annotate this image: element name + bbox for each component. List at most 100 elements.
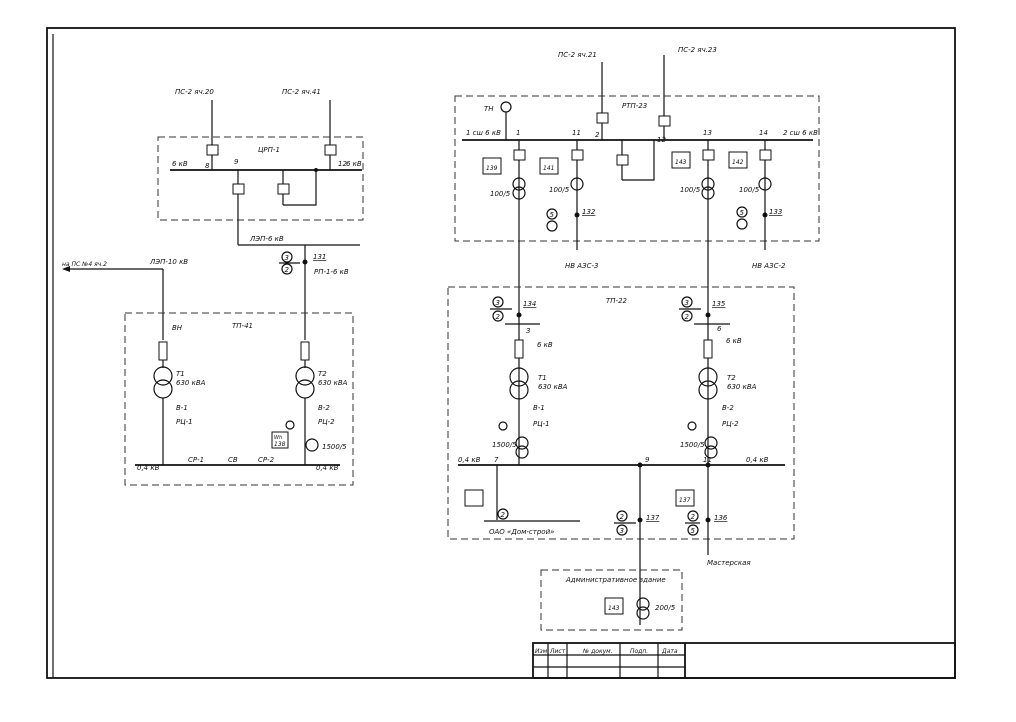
svg-text:630 кВА: 630 кВА [318,379,348,387]
svg-text:0,4 кВ: 0,4 кВ [458,456,481,464]
svg-text:139: 139 [486,165,498,172]
feeder-ps2-23-label: ПС-2 яч.23 [678,46,717,54]
svg-text:1: 1 [516,129,520,137]
svg-text:Т1: Т1 [176,370,185,378]
svg-text:В-1: В-1 [176,404,188,412]
svg-text:630 кВА: 630 кВА [176,379,206,387]
admin-building-section: Административное здание 143 200/5 [540,569,683,631]
svg-text:0,4 кВ: 0,4 кВ [746,456,769,464]
meter-box [271,431,289,449]
crp-1-boundary [157,136,364,221]
title-block-frame [532,642,956,679]
lep-6-label: ЛЭП-6 кВ [249,235,284,243]
svg-text:14: 14 [759,129,768,137]
svg-text:138: 138 [274,441,286,448]
svg-text:6 кВ: 6 кВ [346,160,362,168]
svg-text:133: 133 [769,208,782,216]
svg-text:0,4 кВ: 0,4 кВ [316,464,339,472]
svg-text:1 сш 6 кВ: 1 сш 6 кВ [466,129,501,137]
tp-22-title: ТП-22 [606,297,628,305]
transformer-t1-symbol [153,366,173,386]
svg-text:11: 11 [703,456,712,464]
svg-text:630 кВА: 630 кВА [538,383,568,391]
meter-box [671,151,691,169]
current-transformer-symbol [305,438,319,452]
svg-text:143: 143 [608,605,620,612]
svg-text:Лист: Лист [549,648,566,655]
crp-1-title: ЦРП-1 [258,146,280,154]
svg-text:Wh: Wh [274,435,282,441]
svg-text:№ докум.: № докум. [582,648,613,655]
svg-text:Изм: Изм [535,648,548,655]
tp-22-section: ТП-22 3 2 3 2 134 135 3 6 6 кВ 6 кВ Т1 6… [447,286,795,570]
breaker-symbol [206,144,219,156]
svg-text:2: 2 [595,131,600,139]
outer-frame [46,27,956,679]
svg-text:131: 131 [313,253,326,261]
feeder-ps2-41-label: ПС-2 яч.41 [282,88,321,96]
crp-1-section: ПС-2 яч.20 ПС-2 яч.41 ЦРП-1 6 кВ 8 9 12 … [157,88,364,340]
svg-text:137: 137 [646,514,660,522]
svg-text:Т1: Т1 [538,374,547,382]
svg-text:3: 3 [285,254,289,262]
rtp-23-boundary [454,95,820,242]
svg-text:СВ: СВ [228,456,238,464]
org-label: ОАО «Дом-строй» [489,528,554,536]
meter-box [728,151,748,169]
svg-text:СР-2: СР-2 [258,456,275,464]
svg-text:134: 134 [523,300,536,308]
title-block: Изм Лист № докум. Подп. Дата [532,642,956,679]
svg-text:142: 142 [732,159,744,166]
fuse-symbol [158,341,168,361]
svg-text:2: 2 [501,511,506,519]
meter-box [482,157,502,175]
svg-text:11: 11 [572,129,581,137]
nv-azs3-label: НВ АЗС-3 [565,262,598,270]
svg-text:100/5: 100/5 [680,186,701,194]
fuse-symbol [300,341,310,361]
nv-azs2-label: НВ АЗС-2 [752,262,786,270]
transformer-t2-symbol [698,367,718,387]
svg-text:5: 5 [691,527,696,535]
svg-text:Подп.: Подп. [630,648,648,655]
svg-text:12: 12 [338,160,347,168]
arrow-left-icon [62,266,70,272]
lep-10-label: ЛЭП-10 кВ [149,258,188,266]
svg-text:РЦ-2: РЦ-2 [722,420,739,428]
svg-text:РЦ-2: РЦ-2 [318,418,335,426]
svg-text:РЦ-1: РЦ-1 [176,418,193,426]
svg-text:2 сш 6 кВ: 2 сш 6 кВ [783,129,818,137]
svg-text:141: 141 [543,165,554,172]
svg-text:3: 3 [526,327,530,335]
svg-text:В-1: В-1 [533,404,545,412]
svg-text:8: 8 [205,162,210,170]
svg-text:6 кВ: 6 кВ [726,337,742,345]
rtp-23-title: РТП-23 [622,102,647,110]
svg-text:3: 3 [685,299,689,307]
breaker-symbol [324,144,337,156]
svg-text:6: 6 [717,325,722,333]
svg-text:100/5: 100/5 [490,190,511,198]
rp-1-label: РП-1-6 кВ [314,268,349,276]
svg-text:В-2: В-2 [318,404,330,412]
svg-text:9: 9 [234,158,239,166]
transformer-t1-symbol [509,367,529,387]
meter-box [675,489,695,507]
svg-text:РЦ-1: РЦ-1 [533,420,550,428]
admin-boundary [540,569,683,631]
svg-text:1500/5: 1500/5 [680,441,705,449]
tp-22-boundary [447,286,795,540]
svg-text:6 кВ: 6 кВ [537,341,553,349]
svg-text:7: 7 [494,456,499,464]
svg-text:5: 5 [740,209,745,217]
workshop-label: Мастерская [707,559,751,567]
svg-text:132: 132 [582,208,596,216]
svg-text:12: 12 [657,136,666,144]
svg-text:2: 2 [620,513,625,521]
marker-circle [281,251,293,263]
feeder-ps2-20-label: ПС-2 яч.20 [175,88,214,96]
svg-text:143: 143 [675,159,687,166]
meter-box [539,157,559,175]
